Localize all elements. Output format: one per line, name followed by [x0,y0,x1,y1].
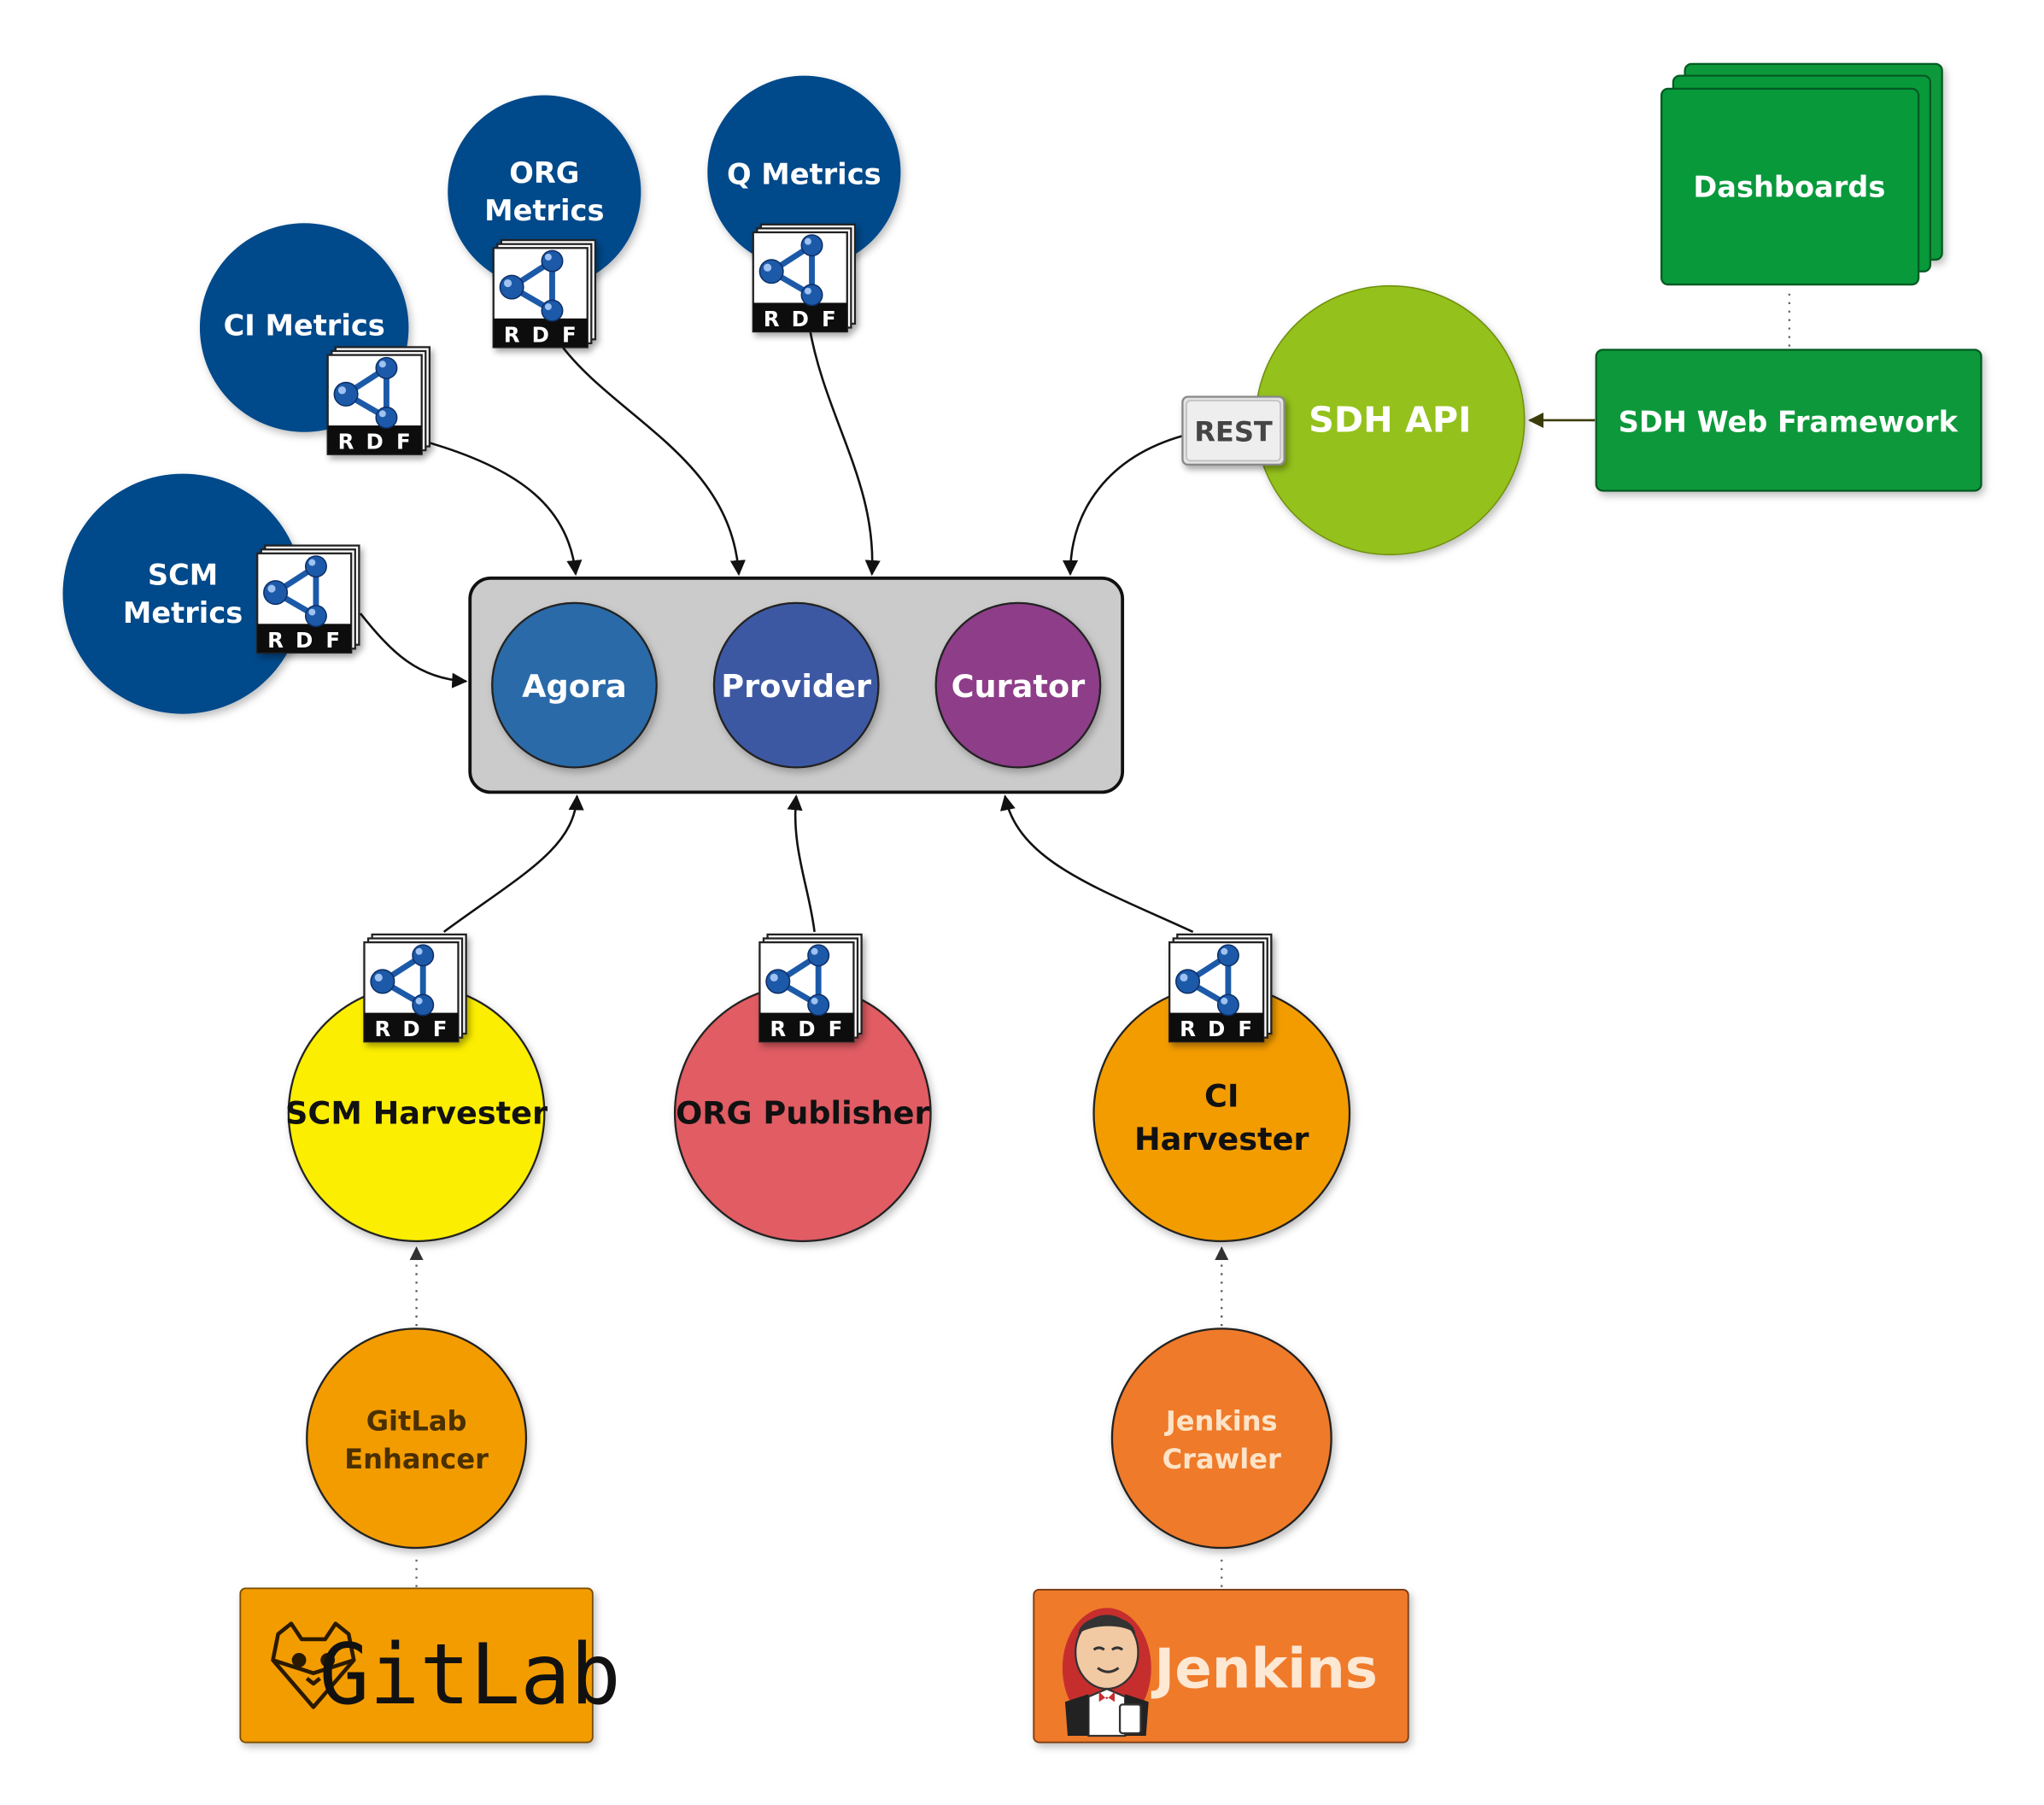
rdf-letter: F [822,307,836,331]
org-metrics-line1: ORG [509,156,579,190]
rdf-letter: D [798,1017,815,1041]
web-framework-box[interactable]: SDH Web Framework [1595,349,1983,492]
web-framework-label: SDH Web Framework [1619,406,1959,439]
edge-q-metrics-provider [808,325,881,577]
edge-scm-metrics-hub [359,612,468,689]
org-publisher-label: ORG Publisher [676,1094,929,1131]
dashboards-stack[interactable]: Dashboards [1660,62,1943,286]
rdf-letter: D [792,307,809,331]
rdf-letter: D [402,1017,419,1041]
rdf-letter: F [396,430,411,454]
edge-sdh-api-curator [1062,435,1183,577]
dashboards-label: Dashboards [1693,171,1885,204]
rdf-icon: R D F [328,347,430,454]
provider-node[interactable]: Provider [712,601,880,769]
edge-scm-harvester-agora [442,794,584,933]
rdf-icon: R D F [494,240,595,347]
rdf-icon: R D F [257,546,359,653]
gitlab-enhancer-line2: Enhancer [344,1443,489,1475]
rdf-letter: D [296,628,313,653]
q-metrics-label: Q Metrics [727,157,881,190]
rest-badge[interactable]: REST [1181,396,1286,466]
curator-label: Curator [952,668,1086,705]
org-metrics-line2: Metrics [484,194,604,227]
agora-node[interactable]: Agora [491,601,658,769]
rdf-letter: F [1238,1017,1252,1041]
rdf-icon: R D F [364,935,466,1041]
rdf-letter: F [325,628,340,653]
rdf-letter: F [829,1017,843,1041]
edges [359,293,1791,1587]
jenkins-logo-text: Jenkins [1151,1637,1378,1701]
curator-node[interactable]: Curator [934,601,1102,769]
sdh-api-label: SDH API [1309,400,1471,441]
rdf-icon: R D F [753,225,855,331]
agora-label: Agora [522,668,627,705]
rdf-letter: R [374,1017,390,1041]
rdf-letter: R [338,430,354,454]
jenkins-butler-icon [1062,1608,1151,1738]
rest-label: REST [1194,415,1273,448]
gitlab-logo-text: GitLab [319,1626,621,1724]
gitlab-enhancer-line1: GitLab [366,1405,467,1438]
scm-metrics-line2: Metrics [123,596,243,630]
rdf-icon: R D F [759,935,861,1041]
jenkins-crawler-line2: Crawler [1163,1443,1281,1475]
rdf-letter: D [532,322,549,347]
jenkins-logo-box[interactable]: Jenkins [1033,1588,1409,1743]
gitlab-logo-box[interactable]: GitLab [239,1587,621,1743]
scm-metrics-node[interactable]: SCM Metrics [62,473,303,714]
ci-harvester-line2: Harvester [1134,1121,1309,1157]
ci-harvester-line1: CI [1204,1078,1239,1115]
edge-ci-harvester-curator [999,794,1194,934]
rdf-letter: R [504,322,520,347]
rdf-icon: R D F [1169,935,1271,1041]
scm-metrics-line1: SCM [148,558,218,591]
rdf-letter: R [1180,1017,1196,1041]
provider-label: Provider [721,668,871,705]
rdf-letter: D [1208,1017,1225,1041]
rdf-letter: R [764,307,780,331]
edge-org-metrics-provider [558,341,746,577]
rdf-letter: R [267,628,284,653]
q-metrics-node[interactable]: Q Metrics [707,75,901,269]
jenkins-crawler-node[interactable]: Jenkins Crawler [1110,1327,1332,1550]
rdf-letter: D [366,430,384,454]
ci-metrics-label: CI Metrics [224,309,385,343]
rdf-letter: R [770,1017,786,1041]
rdf-letter: F [433,1017,448,1041]
jenkins-crawler-line1: Jenkins [1164,1405,1278,1438]
rdf-letter: F [562,322,577,347]
edge-ci-metrics-agora [427,441,583,577]
scm-harvester-label: SCM Harvester [285,1094,548,1131]
sdh-api-node[interactable]: SDH API [1255,284,1526,556]
ci-harvester-node[interactable]: CI Harvester [1092,984,1351,1243]
edge-org-publisher-provider [787,794,816,933]
gitlab-fox-icon [271,1621,356,1709]
gitlab-enhancer-node[interactable]: GitLab Enhancer [306,1327,528,1550]
